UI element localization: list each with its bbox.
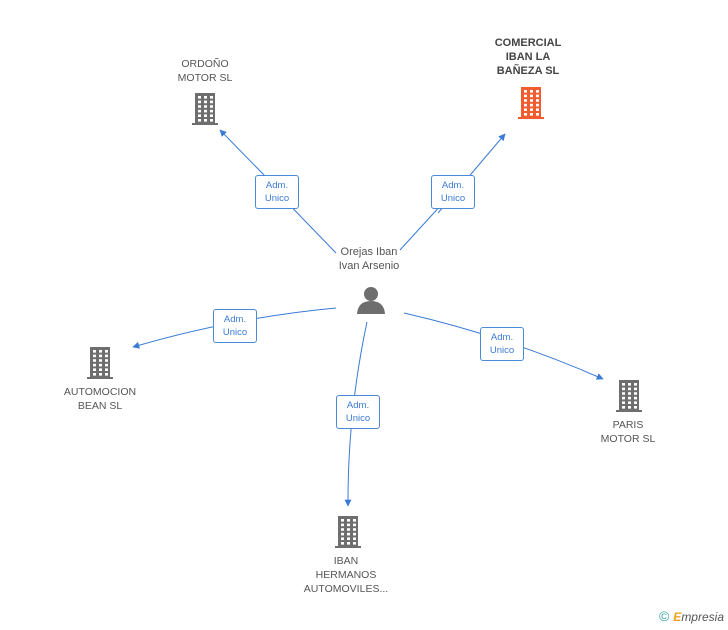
edge-role-line2: Unico (489, 345, 515, 356)
building-icon-iban[interactable] (335, 516, 361, 548)
company-label-line: AUTOMOCION (63, 386, 137, 398)
company-label-line: MOTOR SL (177, 72, 233, 84)
edge-role-badge-automocion[interactable]: Adm. Unico (213, 309, 257, 343)
company-label-line: IBAN (333, 555, 359, 567)
center-person-name-line1: Orejas Iban (340, 246, 398, 258)
company-label-line: COMERCIAL (494, 37, 562, 49)
building-icon-paris[interactable] (616, 380, 642, 412)
company-label-line: MOTOR SL (600, 433, 656, 445)
company-label-line: AUTOMOVILES... (303, 583, 389, 595)
edge-role-badge-comercial[interactable]: Adm. Unico (431, 175, 475, 209)
edge-role-badge-iban[interactable]: Adm. Unico (336, 395, 380, 429)
company-label-automocion[interactable]: AUTOMOCION BEAN SL (64, 385, 136, 413)
company-label-line: ORDOÑO (181, 58, 229, 70)
edge-role-badge-ordono[interactable]: Adm. Unico (255, 175, 299, 209)
center-person-name-line2: Ivan Arsenio (338, 260, 400, 272)
company-label-line: PARIS (612, 419, 644, 431)
brand-name: mpresia (681, 610, 724, 624)
company-label-line: BEAN SL (77, 400, 123, 412)
building-icon-automocion[interactable] (87, 347, 113, 379)
edges-layer (132, 129, 604, 507)
copyright-icon: © (658, 608, 670, 624)
edge-role-line1: Adm. (265, 180, 289, 191)
company-label-ordono[interactable]: ORDOÑO MOTOR SL (178, 57, 233, 85)
footer-brand[interactable]: ©Empresia (659, 608, 724, 624)
company-label-line: BAÑEZA SL (496, 65, 560, 77)
center-person-label[interactable]: Orejas Iban Ivan Arsenio (339, 245, 400, 273)
edge-role-line2: Unico (222, 327, 248, 338)
icons-layer (87, 87, 642, 548)
company-label-line: HERMANOS (315, 569, 377, 581)
company-label-line: IBAN LA (505, 51, 551, 63)
edge-role-badge-paris[interactable]: Adm. Unico (480, 327, 524, 361)
edge-role-line1: Adm. (490, 332, 514, 343)
edge-role-line1: Adm. (346, 400, 370, 411)
person-icon[interactable] (357, 287, 385, 314)
building-icon-ordono[interactable] (192, 93, 218, 125)
brand-initial: E (673, 610, 682, 624)
edge-role-line1: Adm. (223, 314, 247, 325)
building-icon-comercial[interactable] (518, 87, 544, 119)
edge-role-line1: Adm. (441, 180, 465, 191)
company-label-paris[interactable]: PARIS MOTOR SL (601, 418, 656, 446)
company-label-comercial[interactable]: COMERCIAL IBAN LA BAÑEZA SL (495, 36, 562, 78)
edge-role-line2: Unico (440, 193, 466, 204)
edge-role-line2: Unico (264, 193, 290, 204)
company-label-iban[interactable]: IBAN HERMANOS AUTOMOVILES... (304, 554, 388, 596)
edge-line-ordono (219, 129, 266, 177)
edge-role-line2: Unico (345, 413, 371, 424)
